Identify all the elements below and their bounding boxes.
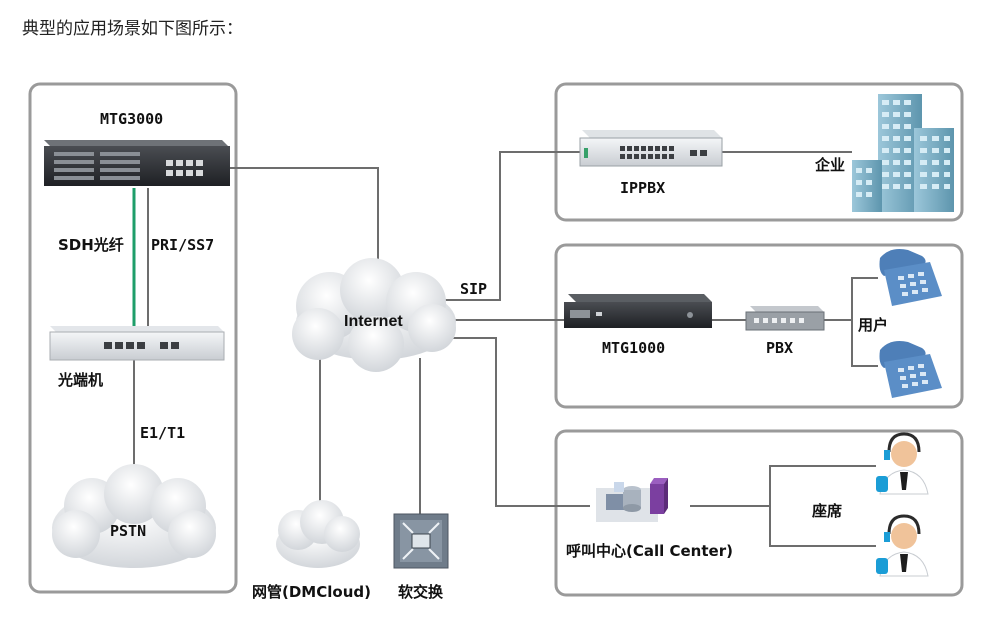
internet-cloud-icon <box>292 258 456 372</box>
pstn-cloud-icon <box>52 464 216 568</box>
enterprise-building-icon <box>852 94 954 212</box>
optical-terminal-device <box>49 326 225 361</box>
dmcloud-cloud-icon <box>276 500 360 568</box>
agent-headset-icon <box>876 514 929 577</box>
callcenter-panel <box>554 429 964 597</box>
enterprise-label: 企业 <box>814 156 845 174</box>
seats-label: 座席 <box>811 502 842 520</box>
pstn-label: PSTN <box>110 522 146 540</box>
sdh-label: SDH光纤 <box>58 236 124 254</box>
callcenter-label: 呼叫中心(Call Center) <box>566 542 733 560</box>
mtg3000-device <box>44 140 230 186</box>
user-label: 用户 <box>858 316 888 334</box>
pbx-label: PBX <box>766 339 793 357</box>
telephone-icon <box>879 341 942 398</box>
dmcloud-label: 网管(DMCloud) <box>252 583 371 601</box>
softswitch-label: 软交换 <box>398 583 444 601</box>
connection-lines <box>133 151 878 547</box>
pbx-icon <box>745 306 825 331</box>
ippbx-label: IPPBX <box>620 179 665 197</box>
pri-label: PRI/SS7 <box>151 236 214 254</box>
callcenter-server-icon <box>596 478 668 522</box>
internet-label: Internet <box>344 313 403 330</box>
intro-text: 典型的应用场景如下图所示： <box>22 19 243 39</box>
e1t1-label: E1/T1 <box>140 424 185 442</box>
mtg1000-label: MTG1000 <box>602 339 665 357</box>
softswitch-icon <box>393 513 449 569</box>
mtg1000-gateway-icon <box>564 294 712 328</box>
ippbx-switch-icon <box>579 130 723 167</box>
mtg3000-label: MTG3000 <box>100 110 163 128</box>
sip-label: SIP <box>460 280 487 298</box>
agent-headset-icon <box>876 432 929 495</box>
telephone-icon <box>879 249 942 306</box>
optical-label: 光端机 <box>57 371 103 389</box>
